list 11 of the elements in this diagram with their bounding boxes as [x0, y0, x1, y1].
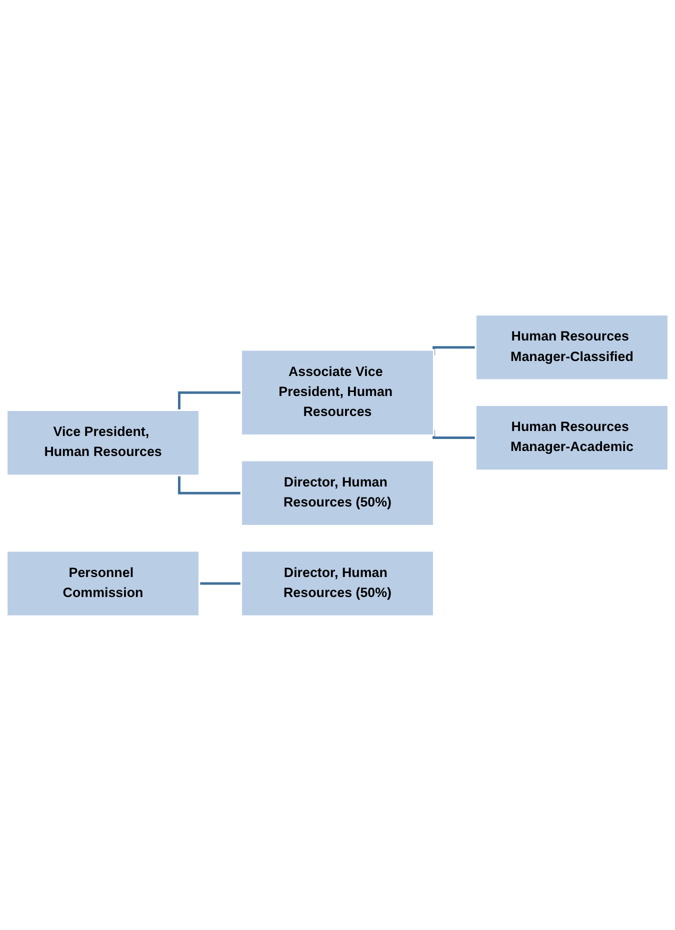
node-box: Human Resources Manager-Academic [474, 404, 670, 471]
node-box: Personnel Commission [6, 550, 200, 617]
node-box: Vice President, Human Resources [6, 408, 200, 476]
connector [178, 475, 242, 494]
node-box: Director, Human Resources (50%) [240, 459, 435, 526]
connector [178, 390, 242, 410]
connector [198, 582, 242, 584]
node-box: Associate Vice President, Human Resources [240, 348, 435, 436]
node-box: Director, Human Resources (50%) [240, 550, 435, 617]
node-box: Human Resources Manager-Classified [474, 313, 670, 380]
connector [432, 429, 476, 439]
